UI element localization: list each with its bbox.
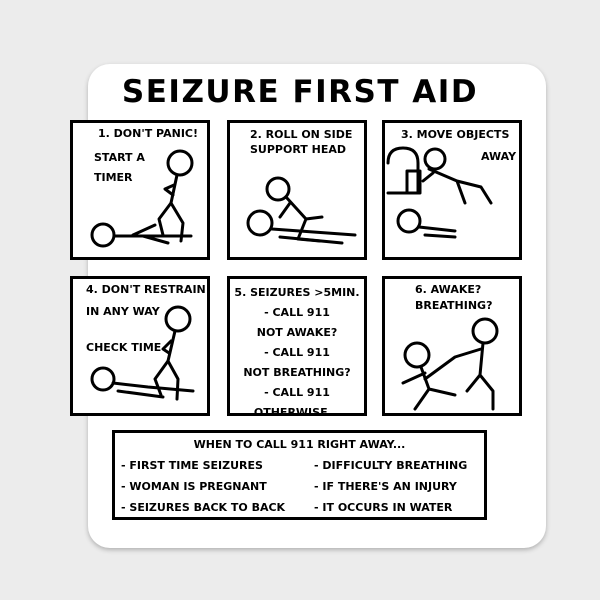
- stick-figures-timer-illustration: [90, 149, 194, 248]
- panel-3-line2: AWAY: [481, 150, 517, 163]
- list-item: - DIFFICULTY BREATHING: [314, 459, 468, 472]
- stick-figures-move-objects-illustration: [386, 146, 493, 239]
- panel-move-objects: 3. MOVE OBJECTS AWAY: [382, 120, 522, 260]
- stick-figures-restrain-illustration: [90, 305, 195, 401]
- panel-5-line2: - CALL 911: [264, 306, 330, 319]
- panel-5-line3: NOT AWAKE?: [256, 326, 338, 339]
- stick-figures-roll-illustration: [246, 176, 357, 245]
- call-911-left-list: - FIRST TIME SEIZURES - WOMAN IS PREGNAN…: [121, 455, 285, 518]
- panel-2-heading: 2. ROLL ON SIDE: [250, 128, 353, 141]
- list-item: - IT OCCURS IN WATER: [314, 501, 453, 514]
- list-item: - IF THERE'S AN INJURY: [314, 480, 457, 493]
- panel-6-heading: 6. AWAKE?: [415, 283, 482, 296]
- panel-4-line3: CHECK TIME: [86, 341, 162, 354]
- panel-4-heading: 4. DON'T RESTRAIN: [86, 283, 206, 296]
- panel-1-line2: START A: [94, 151, 145, 164]
- panel-1-heading: 1. DON'T PANIC!: [98, 127, 199, 140]
- panel-1-line3: TIMER: [94, 171, 133, 184]
- panel-5-line1: 5. SEIZURES >5MIN.: [234, 286, 360, 299]
- panel-roll-on-side: 2. ROLL ON SIDE SUPPORT HEAD: [227, 120, 367, 260]
- page-title: SEIZURE FIRST AID: [121, 74, 479, 110]
- list-item: - SEIZURES BACK TO BACK: [121, 501, 286, 514]
- stick-figures-awake-illustration: [401, 317, 499, 411]
- panel-3-heading: 3. MOVE OBJECTS: [401, 128, 510, 141]
- panel-5-line4: - CALL 911: [264, 346, 330, 359]
- panel-6-line2: BREATHING?: [415, 299, 493, 312]
- panel-2-line2: SUPPORT HEAD: [250, 143, 347, 156]
- panel-5-line7: OTHERWISE...: [253, 406, 341, 419]
- call-911-right-list: - DIFFICULTY BREATHING - IF THERE'S AN I…: [314, 455, 467, 518]
- panel-5-line5: NOT BREATHING?: [243, 366, 351, 379]
- call-911-header: WHEN TO CALL 911 RIGHT AWAY...: [193, 438, 406, 451]
- panel-dont-panic: 1. DON'T PANIC! START A TIMER: [70, 120, 210, 260]
- call-911-box: WHEN TO CALL 911 RIGHT AWAY... - FIRST T…: [112, 430, 487, 520]
- panel-seizures-over-5min: 5. SEIZURES >5MIN. - CALL 911 NOT AWAKE?…: [227, 276, 367, 419]
- panel-4-line2: IN ANY WAY: [86, 305, 160, 318]
- panel-awake-breathing: 6. AWAKE? BREATHING?: [382, 276, 522, 416]
- list-item: - FIRST TIME SEIZURES: [121, 459, 263, 472]
- list-item: - WOMAN IS PREGNANT: [121, 480, 267, 493]
- panel-dont-restrain: 4. DON'T RESTRAIN IN ANY WAY CHECK TIME: [70, 276, 210, 416]
- panel-5-line6: - CALL 911: [264, 386, 330, 399]
